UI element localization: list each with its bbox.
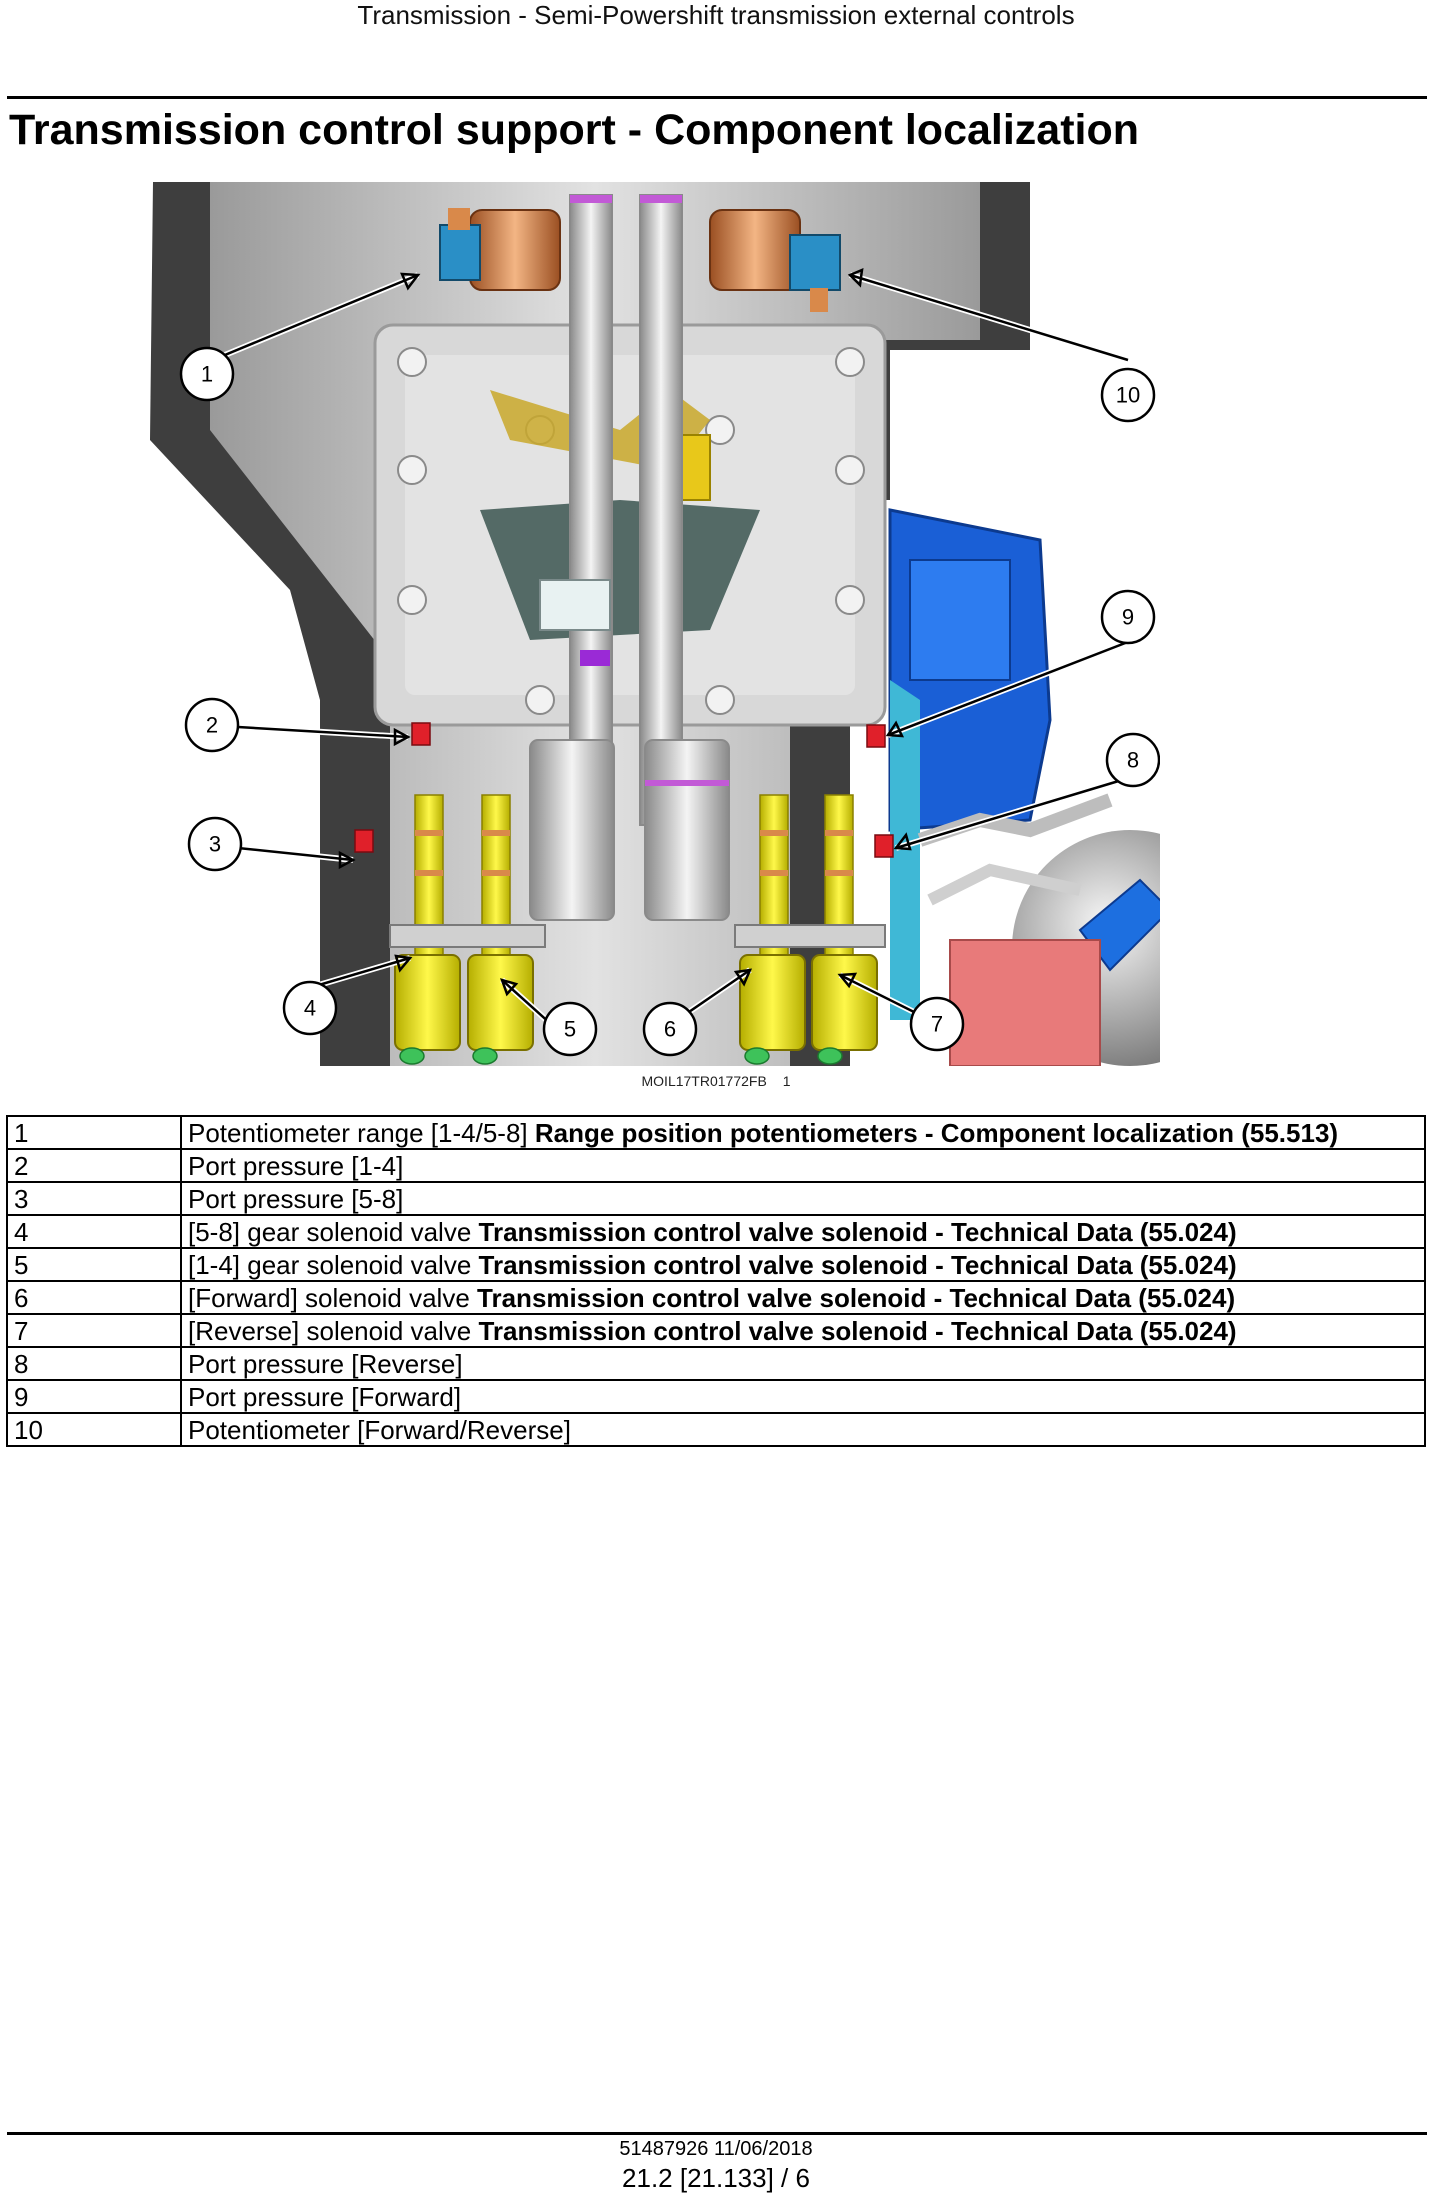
legend-reference-link[interactable]: Transmission control valve solenoid - Te…	[478, 1216, 1237, 1247]
legend-reference-link[interactable]: Transmission control valve solenoid - Te…	[477, 1282, 1236, 1313]
legend-description: [Reverse] solenoid valve Transmission co…	[180, 1313, 1426, 1348]
legend-number: 2	[6, 1148, 182, 1183]
potentiometer-range-graphic	[439, 208, 561, 291]
component-illustration: 1 10 9 2 8 3 4 5	[150, 182, 1160, 1066]
figure-code: MOIL17TR01772FB	[641, 1073, 767, 1089]
table-row: 5 [1-4] gear solenoid valve Transmission…	[6, 1247, 1426, 1282]
legend-number: 4	[6, 1214, 182, 1249]
potentiometer-forward-reverse-graphic	[709, 209, 841, 312]
legend-description: Potentiometer [Forward/Reverse]	[180, 1412, 1426, 1447]
svg-text:9: 9	[1122, 605, 1134, 630]
table-row: 6 [Forward] solenoid valve Transmission …	[6, 1280, 1426, 1315]
callout-1: 1	[179, 346, 235, 402]
footer-divider	[7, 2132, 1427, 2135]
figure-number: 1	[782, 1073, 791, 1089]
table-row: 4 [5-8] gear solenoid valve Transmission…	[6, 1214, 1426, 1249]
svg-text:7: 7	[931, 1012, 943, 1037]
table-row: 2 Port pressure [1-4]	[6, 1148, 1426, 1183]
legend-reference-link[interactable]: Range position potentiometers - Componen…	[534, 1117, 1339, 1148]
solenoid-coils	[394, 954, 878, 1051]
callout-2: 2	[184, 697, 240, 753]
legend-number: 6	[6, 1280, 182, 1315]
callout-8: 8	[1105, 732, 1160, 788]
footer-page-reference: 21.2 [21.133] / 6	[622, 2163, 810, 2193]
table-row: 10 Potentiometer [Forward/Reverse]	[6, 1412, 1426, 1447]
callout-10: 10	[1100, 367, 1156, 423]
shaft-left	[569, 194, 613, 826]
legend-number: 8	[6, 1346, 182, 1381]
legend-number: 5	[6, 1247, 182, 1282]
legend-reference-link[interactable]: Transmission control valve solenoid - Te…	[478, 1315, 1237, 1346]
shaft-right	[639, 194, 683, 826]
legend-number: 3	[6, 1181, 182, 1216]
header-divider	[7, 96, 1427, 99]
legend-number: 9	[6, 1379, 182, 1414]
table-row: 3 Port pressure [5-8]	[6, 1181, 1426, 1216]
table-row: 9 Port pressure [Forward]	[6, 1379, 1426, 1414]
document-header-title: Transmission - Semi-Powershift transmiss…	[357, 0, 1075, 30]
page-title: Transmission control support - Component…	[9, 106, 1140, 154]
pink-block	[949, 939, 1101, 1066]
svg-text:5: 5	[564, 1017, 576, 1042]
callout-6: 6	[642, 1001, 698, 1057]
svg-text:6: 6	[664, 1017, 676, 1042]
legend-description: Port pressure [5-8]	[180, 1181, 1426, 1216]
legend-description: [1-4] gear solenoid valve Transmission c…	[180, 1247, 1426, 1282]
legend-description: Potentiometer range [1-4/5-8] Range posi…	[180, 1115, 1426, 1150]
svg-text:3: 3	[209, 832, 221, 857]
legend-description: [Forward] solenoid valve Transmission co…	[180, 1280, 1426, 1315]
svg-text:2: 2	[206, 713, 218, 738]
callout-4: 4	[282, 980, 338, 1036]
legend-description: Port pressure [1-4]	[180, 1148, 1426, 1183]
component-figure: 1 10 9 2 8 3 4 5	[150, 180, 1160, 1066]
legend-number: 10	[6, 1412, 182, 1447]
legend-reference-link[interactable]: Transmission control valve solenoid - Te…	[478, 1249, 1237, 1280]
callout-7: 7	[909, 996, 965, 1052]
legend-description: Port pressure [Reverse]	[180, 1346, 1426, 1381]
port-pressure-plugs	[354, 722, 894, 858]
legend-description: Port pressure [Forward]	[180, 1379, 1426, 1414]
table-row: 8 Port pressure [Reverse]	[6, 1346, 1426, 1381]
callout-9: 9	[1100, 589, 1156, 645]
callout-5: 5	[542, 1001, 598, 1057]
footer-document-reference: 51487926 11/06/2018	[619, 2138, 813, 2160]
svg-text:4: 4	[304, 996, 316, 1021]
legend-number: 7	[6, 1313, 182, 1348]
figure-caption: MOIL17TR01772FB 1	[0, 1073, 1432, 1089]
svg-text:1: 1	[201, 362, 213, 387]
table-row: 1 Potentiometer range [1-4/5-8] Range po…	[6, 1115, 1426, 1150]
legend-number: 1	[6, 1115, 182, 1150]
component-legend-table: 1 Potentiometer range [1-4/5-8] Range po…	[6, 1115, 1426, 1447]
legend-description: [5-8] gear solenoid valve Transmission c…	[180, 1214, 1426, 1249]
svg-text:10: 10	[1116, 383, 1140, 408]
svg-text:8: 8	[1127, 748, 1139, 773]
callout-3: 3	[187, 816, 243, 872]
table-row: 7 [Reverse] solenoid valve Transmission …	[6, 1313, 1426, 1348]
